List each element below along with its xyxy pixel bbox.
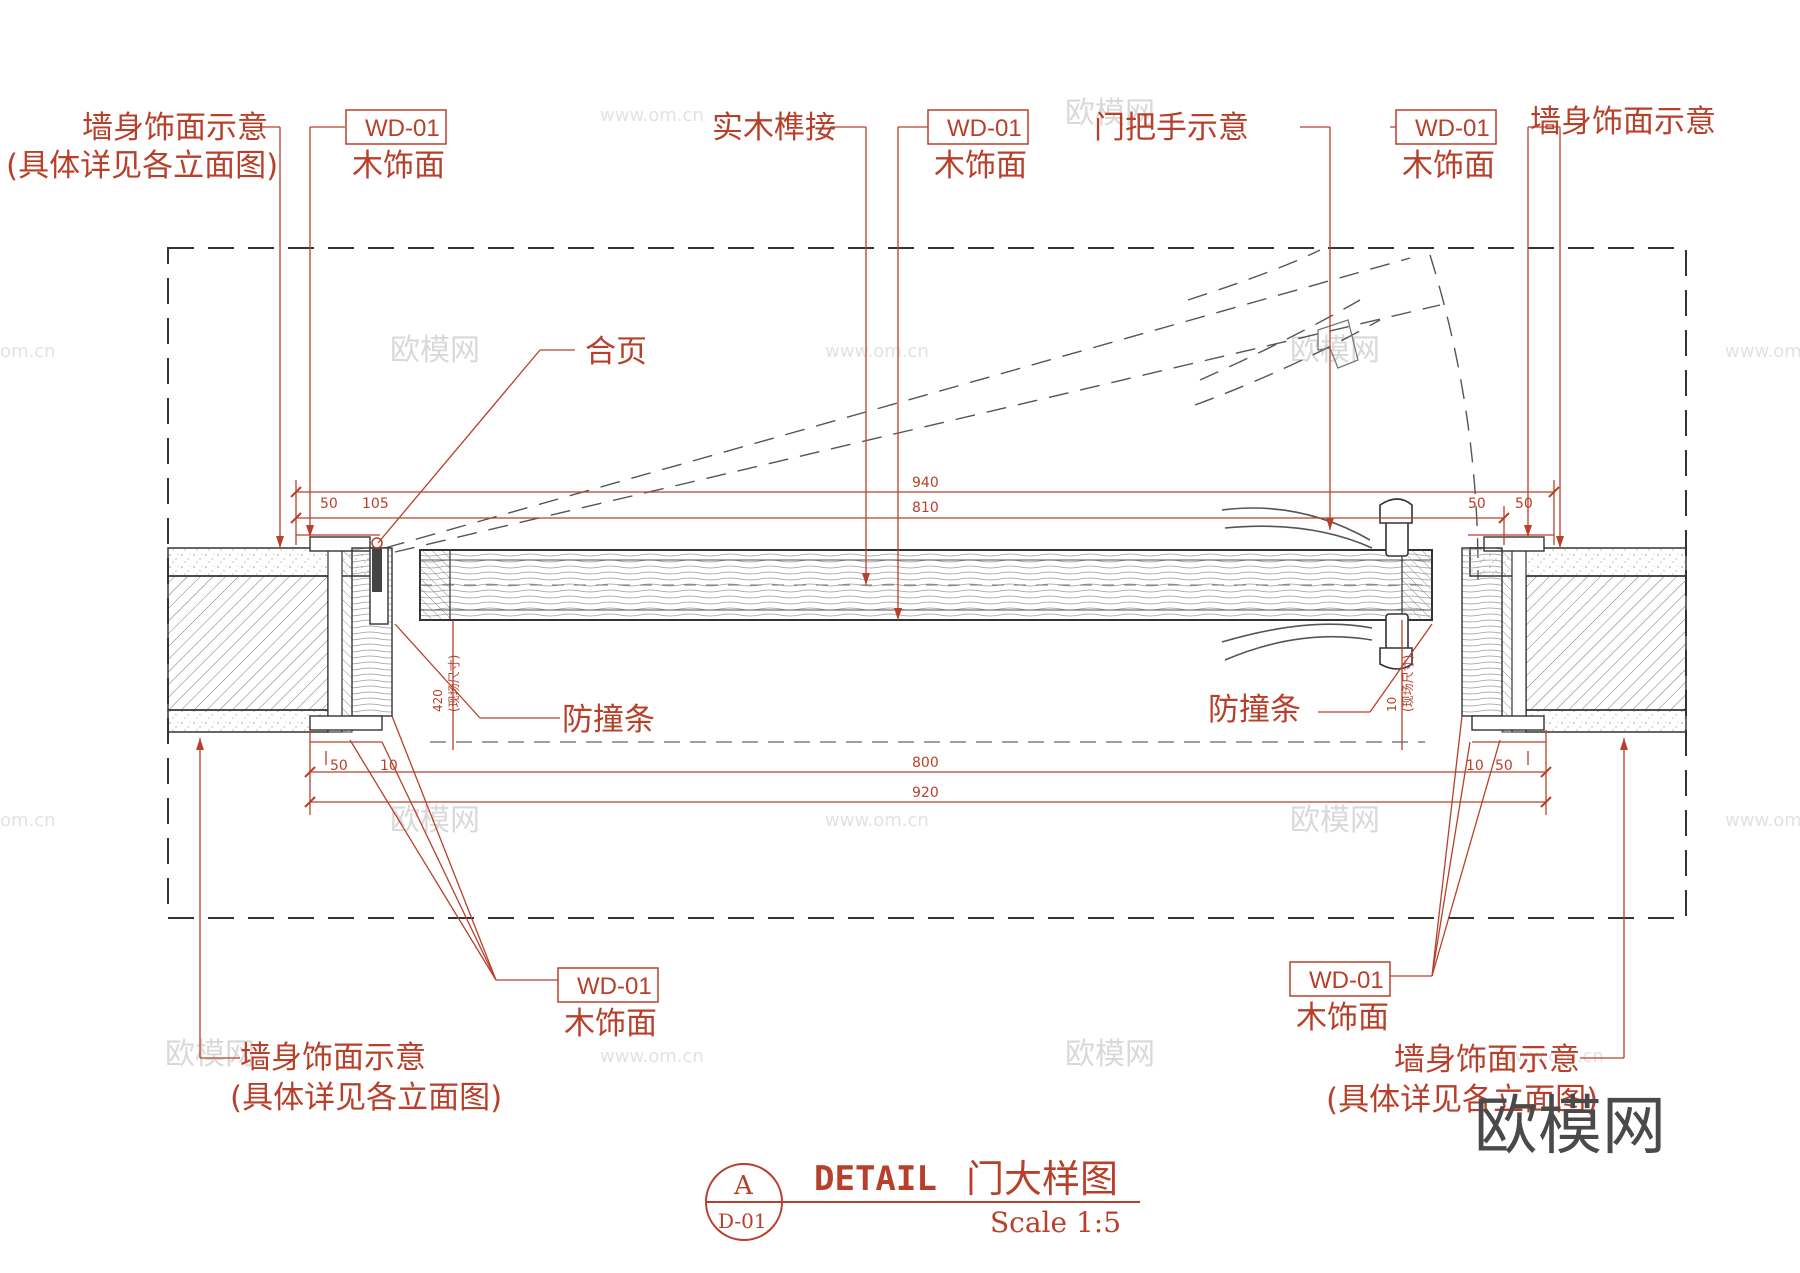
watermark-url: www.om.cn	[1725, 810, 1800, 831]
dim-50-top-left: 50	[320, 496, 338, 512]
left-wall	[167, 547, 379, 733]
watermark-brand: 欧模网	[1065, 1037, 1155, 1072]
label-wood-finish-top-right: 木饰面	[1402, 148, 1495, 184]
label-wall-finish-bottom-left: 墙身饰面示意	[240, 1040, 426, 1076]
watermark-url: www.om.cn	[600, 1046, 704, 1067]
title-block: A D-01 DETAIL 门大样图 Scale 1:5	[705, 1157, 1140, 1241]
watermark-url: www.om.cn	[825, 341, 929, 362]
watermark-brand: 欧模网	[390, 803, 480, 838]
detail-mark-letter: A	[733, 1171, 754, 1201]
leader-lines	[199, 126, 1625, 1059]
label-hinge: 合页	[585, 334, 647, 370]
tag-box-wd01-bottom-right	[1289, 961, 1391, 997]
watermark-brand: 欧模网	[1065, 96, 1155, 131]
door-swing	[384, 249, 1479, 581]
dim-10-bottom-left: 10	[380, 758, 398, 774]
label-bumper-strip-right: 防撞条	[1208, 692, 1301, 728]
tag-wd01-bottom-right: WD-01	[1309, 967, 1384, 994]
label-solid-wood-tenon: 实木榫接	[712, 110, 836, 146]
leader-arrows	[196, 518, 1628, 750]
label-wall-finish-top-left: 墙身饰面示意	[82, 110, 268, 146]
dimension-lines	[295, 480, 1555, 815]
tag-wd01-top-center: WD-01	[947, 115, 1022, 142]
tag-box-wd01-top-left	[345, 109, 447, 145]
label-wood-finish-bottom-left: 木饰面	[564, 1006, 657, 1042]
label-wall-finish-bottom-right: 墙身饰面示意	[1394, 1042, 1580, 1078]
title-cn: 门大样图	[966, 1157, 1118, 1201]
dim-940: 940	[912, 475, 939, 491]
watermark-url: www.om.cn	[825, 810, 929, 831]
right-door-frame	[1461, 536, 1545, 731]
scale-label: Scale 1:5	[990, 1206, 1121, 1239]
watermark-url: www.om.cn	[600, 105, 704, 126]
dim-810: 810	[912, 500, 939, 516]
watermark-brand: 欧模网	[390, 333, 480, 368]
dim-10-vertical-right: 10	[1385, 697, 1399, 712]
dim-50-top-right-a: 50	[1468, 496, 1486, 512]
watermark-brand: 欧模网	[1290, 803, 1380, 838]
dim-50-bottom-right: 50	[1495, 758, 1513, 774]
tag-box-wd01-bottom-left	[557, 967, 659, 1003]
door-leaf	[419, 549, 1433, 621]
watermark-logo: 欧模网	[1474, 1090, 1666, 1164]
label-wood-finish-top-center: 木饰面	[934, 148, 1027, 184]
tag-box-wd01-top-center	[927, 109, 1029, 145]
tag-wd01-bottom-left: WD-01	[577, 973, 652, 1000]
tag-wd01-top-right: WD-01	[1415, 115, 1490, 142]
watermark-url: www.om.cn	[1725, 341, 1800, 362]
label-door-handle: 门把手示意	[1094, 110, 1249, 146]
label-wall-finish-note-bottom-right: (具体详见各立面图)	[1326, 1082, 1598, 1118]
dim-420-left: 420	[431, 689, 445, 712]
open-handle-ghost	[1317, 319, 1359, 369]
label-bumper-strip-left: 防撞条	[562, 702, 655, 738]
hinge	[371, 537, 383, 592]
label-wall-finish-note-top-left: (具体详见各立面图)	[6, 148, 278, 184]
dimension-ticks	[290, 486, 1560, 808]
detail-mark-sheet: D-01	[718, 1209, 767, 1233]
dim-800: 800	[912, 755, 939, 771]
watermark-url: www.om.cn	[1500, 1046, 1604, 1067]
tag-wd01-top-left: WD-01	[365, 115, 440, 142]
label-wood-finish-bottom-right: 木饰面	[1296, 1000, 1389, 1036]
label-wall-finish-top-right: 墙身饰面示意	[1530, 104, 1716, 140]
site-size-left: (现场尺寸)	[447, 655, 461, 712]
watermark-url: om.cn	[0, 341, 56, 362]
dim-50-bottom-left: 50	[330, 758, 348, 774]
label-wall-finish-note-bottom-left: (具体详见各立面图)	[230, 1080, 502, 1116]
site-size-right: (现场尺寸)	[1401, 655, 1415, 712]
watermark-brand: 欧模网	[1290, 333, 1380, 368]
tag-box-wd01-top-right	[1395, 109, 1497, 145]
watermark-url: om.cn	[0, 810, 56, 831]
title-en: DETAIL	[814, 1159, 937, 1199]
label-wood-finish-top-left: 木饰面	[352, 148, 445, 184]
dim-105: 105	[362, 496, 389, 512]
dim-10-bottom-right: 10	[1466, 758, 1484, 774]
dim-50-top-right-b: 50	[1515, 496, 1533, 512]
watermark-brand: 欧模网	[165, 1037, 255, 1072]
dim-920: 920	[912, 785, 939, 801]
